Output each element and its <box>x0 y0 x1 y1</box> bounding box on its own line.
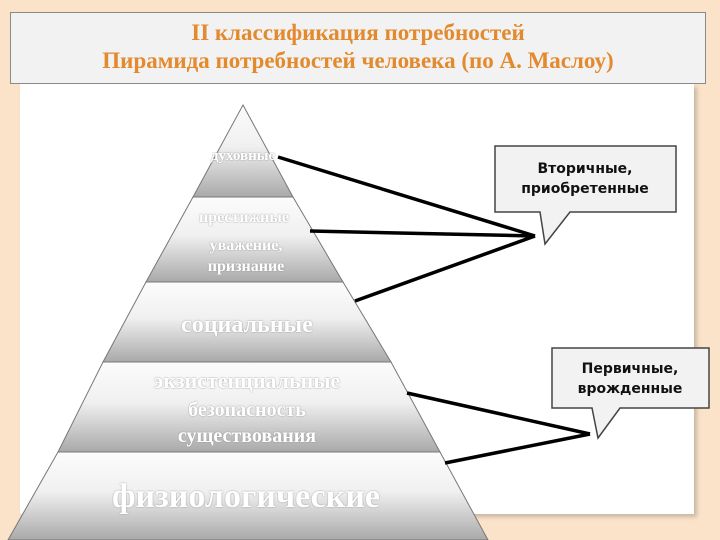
level-label-prestige: престижные <box>199 209 289 226</box>
level-label-existential: экзистенциальные <box>154 368 341 393</box>
callout-secondary-line-1: Вторичные, <box>538 161 633 177</box>
callout-primary <box>551 347 710 440</box>
slide-title: II классификация потребностей Пирамида п… <box>10 12 706 84</box>
level-label-physiological: физиологические <box>112 478 380 515</box>
callout-primary-line-2: врожденные <box>578 381 683 397</box>
arrow-existential <box>406 391 591 436</box>
arrow-spiritual <box>277 155 536 238</box>
arrow-physiological <box>444 432 591 465</box>
level-sublabel-safety: безопасность <box>188 399 306 421</box>
pyramid-level-physiological <box>7 451 489 540</box>
connector-arrows <box>277 155 591 465</box>
title-line-1: II классификация потребностей <box>191 20 525 45</box>
callout-secondary <box>494 145 677 246</box>
arrow-social <box>354 234 536 303</box>
level-label-spiritual: духовные <box>211 148 276 164</box>
arrow-prestige <box>309 229 536 238</box>
level-sublabel-respect: уважение, <box>210 237 283 254</box>
callout-secondary-line-2: приобретенные <box>521 181 649 197</box>
level-label-social: социальные <box>181 312 313 338</box>
title-line-2: Пирамида потребностей человека (по А. Ма… <box>102 48 614 73</box>
level-sublabel-recognition: признание <box>208 258 285 275</box>
callout-primary-line-1: Первичные, <box>582 361 679 377</box>
level-sublabel-existence: существования <box>178 425 316 447</box>
